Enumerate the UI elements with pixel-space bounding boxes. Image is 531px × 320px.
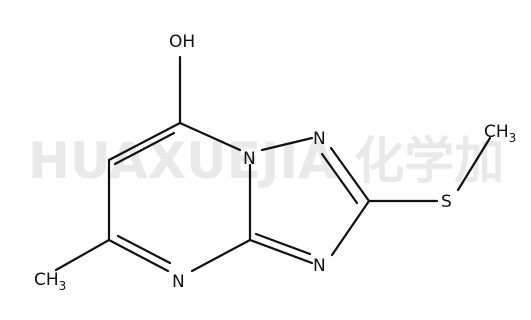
atom-labels: OH N N N N S CH3 CH3 [34, 32, 516, 293]
watermark: HUAXUEJIA 化学加 [28, 132, 504, 190]
bond-n8-c7 [178, 121, 242, 152]
bond-n1-c2 [329, 146, 371, 203]
nitrogen-bridgehead-label: N [243, 149, 256, 169]
bond-c7-c6 [107, 121, 182, 162]
bond-c5-ch3 [54, 238, 111, 272]
bond-c5-n4-inner [116, 234, 172, 265]
nitrogen-lower-label: N [313, 256, 326, 276]
bond-c2-n3 [330, 199, 371, 257]
hydroxyl-label: OH [169, 32, 195, 52]
bond-n3-c3a [248, 238, 314, 265]
nitrogen-pyrimidine-label: N [172, 272, 185, 292]
bond-s-ch3 [456, 136, 492, 192]
methyl-s-label: CH3 [484, 122, 516, 145]
sulfur-label: S [441, 192, 452, 212]
bond-n1-c2-inner [320, 152, 359, 205]
bond-c7-c6-inner [113, 131, 176, 166]
bond-c5-n4 [107, 238, 170, 273]
bond-n8-n1 [260, 136, 314, 152]
bonds [54, 55, 492, 273]
nitrogen-upper-label: N [313, 129, 326, 149]
bond-n4-c3a [190, 238, 252, 273]
methyl-c-label: CH3 [34, 270, 66, 293]
bond-n3-c3a-inner [254, 232, 312, 256]
